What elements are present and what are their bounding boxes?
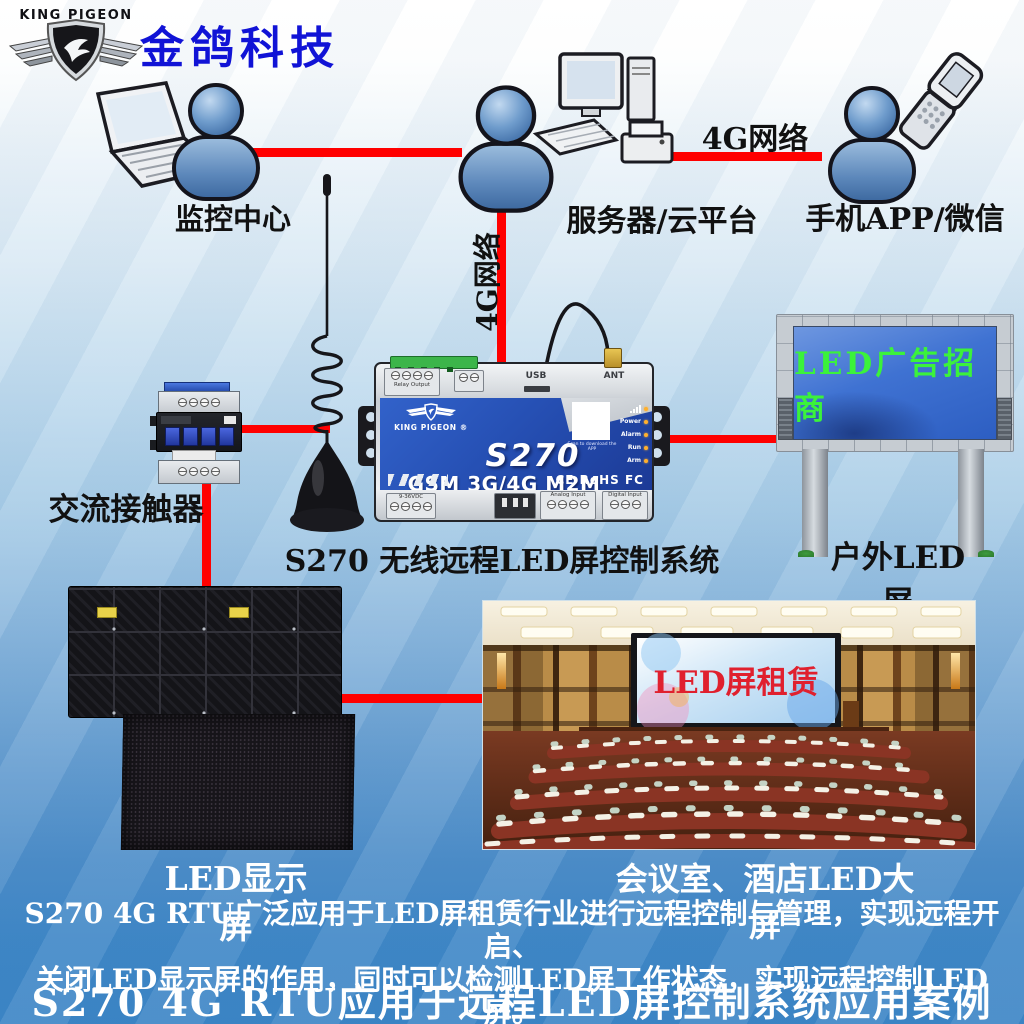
brand-logo: KING PIGEON 金鸽科技 — [0, 0, 340, 86]
person-monitoring-icon — [172, 83, 260, 201]
line-monitoring-server — [246, 148, 462, 157]
digital-input-terminal: Digital Input — [602, 491, 648, 520]
led-module-back-pcb — [68, 586, 342, 718]
desktop-computer-icon — [532, 52, 674, 164]
line-contactor-module — [202, 476, 211, 590]
billboard-speaker-left — [778, 398, 793, 440]
billboard-screen: LED广告招商 — [793, 326, 997, 440]
conference-led-screen: LED屏租赁 — [631, 633, 841, 735]
analog-input-terminal: Analog Input — [540, 491, 596, 520]
monitoring-label: 监控中心 — [174, 202, 291, 236]
s270-system-label: S270 无线远程LED屏控制系统 — [284, 544, 720, 579]
outdoor-led-billboard: LED广告招商 — [776, 314, 1014, 560]
relay-output-terminal: Relay Output — [384, 368, 440, 396]
billboard-speaker-right — [997, 398, 1012, 440]
led-arm-label: Arm — [627, 457, 641, 464]
led-run-label: Run — [627, 444, 641, 451]
line-contactor-antenna — [236, 425, 330, 433]
billboard-screen-text: LED广告招商 — [794, 346, 978, 427]
device-model: S270 — [485, 438, 581, 474]
led-power-label: Power — [619, 418, 641, 425]
signal-bars-icon — [629, 404, 641, 413]
footer-description: S270 4G RTU广泛应用于LED屏租赁行业进行远程控制与管理，实现远程开启… — [14, 897, 1010, 1024]
flip-phone-icon — [898, 52, 984, 150]
led-alarm-label: Alarm — [621, 431, 641, 438]
device-brand: KING PIGEON ® — [388, 403, 474, 432]
certification-marks: CE RoHS FC — [555, 473, 644, 487]
footer-line-1: S270 4G RTU广泛应用于LED屏租赁行业进行远程控制与管理，实现远程开启… — [24, 897, 1000, 963]
usb-label: USB — [525, 371, 547, 381]
aux-connector — [454, 370, 484, 392]
mobile-label: 手机APP/微信 — [805, 202, 1005, 237]
line-server-mobile — [648, 152, 822, 161]
conference-screen-text: LED屏租赁 — [653, 665, 818, 701]
device-series: GSM 3G/4G M2M RTU — [408, 472, 601, 490]
podium — [843, 701, 859, 729]
net-4g-top-label: 4G网络 — [701, 122, 809, 157]
sma-antenna-connector — [604, 348, 622, 368]
s270-device: Relay Output USB ANT KING PIGE — [358, 348, 670, 522]
person-server-icon — [452, 82, 560, 214]
usb-port — [524, 386, 550, 392]
conference-label: 会议室、酒店LED大屏 — [615, 860, 915, 944]
conference-room-photo: LED屏租赁 — [482, 600, 976, 850]
power-terminal: 9-36VDC — [386, 493, 436, 519]
billboard-pole-right — [958, 449, 984, 557]
digital-input-label: Digital Input — [608, 492, 642, 498]
wall-lamp-left — [497, 653, 506, 689]
footer-title: S270 4G RTU应用于远程LED屏控制系统应用案例 — [31, 980, 993, 1024]
brand-name-en: KING PIGEON — [19, 8, 133, 23]
wall-lamp-right — [951, 653, 960, 689]
analog-input-label: Analog Input — [550, 492, 586, 498]
power-label: 9-36VDC — [398, 494, 424, 500]
line-s270-billboard — [656, 435, 780, 443]
led-module-front-panel — [120, 714, 356, 850]
brand-name-cn: 金鸽科技 — [140, 23, 340, 74]
conference-tables — [483, 734, 975, 849]
ant-label: ANT — [603, 371, 625, 381]
king-pigeon-shield-icon — [8, 18, 144, 82]
led-module-label: LED显示屏 — [164, 859, 308, 946]
line-server-s270 — [497, 208, 506, 368]
contactor-label: 交流接触器 — [48, 492, 204, 528]
line-module-conference — [336, 694, 486, 703]
gsm-antenna-icon — [290, 174, 364, 532]
net-4g-vertical-label: 4G网络 — [471, 232, 504, 332]
ac-contactor — [150, 382, 242, 484]
printer-icon — [620, 120, 674, 164]
qr-code — [572, 402, 610, 440]
relay-output-label: Relay Output — [394, 382, 430, 388]
server-label: 服务器/云平台 — [566, 204, 758, 239]
qr-caption: Scan to download the APP — [567, 442, 617, 452]
billboard-pole-left — [802, 449, 828, 557]
dip-switch-block — [494, 493, 536, 519]
device-wings-icon — [406, 403, 456, 421]
footer-line-2: 关闭LED显示屏的作用，同时可以检测LED屏工作状态，实现远程控制LED屏。 — [36, 963, 988, 1024]
antenna-cable — [543, 302, 610, 373]
led-indicators: Power Alarm Run Arm — [614, 402, 648, 467]
